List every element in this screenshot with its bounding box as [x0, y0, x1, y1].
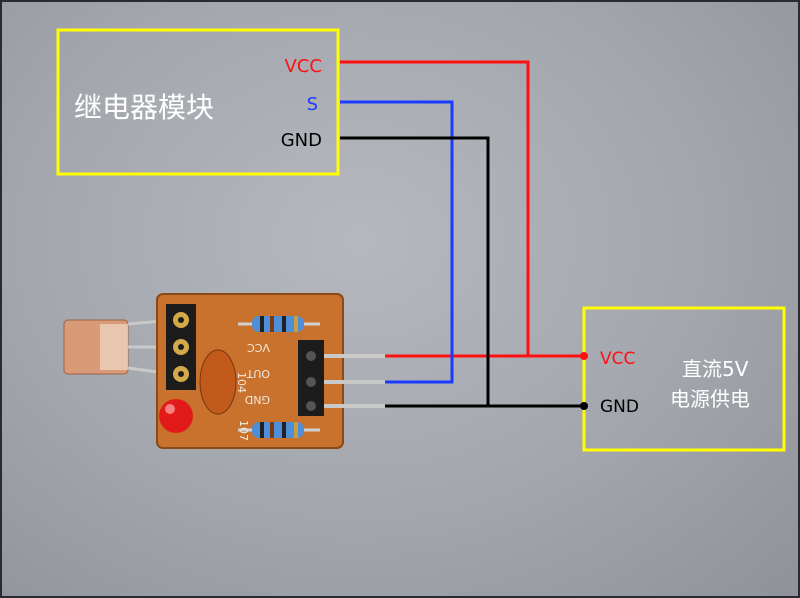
capacitor	[199, 349, 237, 415]
vcc-junction-dot	[580, 352, 588, 360]
relay-s-label: S	[307, 94, 318, 115]
s-wire	[340, 100, 454, 384]
relay-module-title: 继电器模块	[74, 91, 214, 124]
sensor-tube-highlight	[100, 324, 128, 370]
silk-vcc-label: VCC	[247, 341, 270, 354]
relay-vcc-label: VCC	[285, 56, 322, 77]
sensor-module-board: 104 107 VCC OUT GND	[63, 293, 385, 449]
gnd-junction-dot	[580, 402, 588, 410]
silk-cap-label: 104	[235, 372, 248, 393]
power-gnd-label: GND	[600, 397, 639, 417]
relay-gnd-label: GND	[281, 130, 322, 151]
power-vcc-label: VCC	[600, 349, 635, 369]
pcb	[156, 293, 344, 449]
power-line2-label: 电源供电	[670, 387, 750, 411]
silk-gnd-label: GND	[245, 393, 270, 406]
relay-module-frame	[56, 28, 340, 176]
silk-out-label: OUT	[246, 367, 270, 380]
gnd-wire-relay	[340, 136, 490, 406]
silk-resistor-label: 107	[237, 420, 250, 441]
power-supply-frame	[582, 306, 786, 452]
resistor-top	[238, 316, 320, 332]
power-line1-label: 直流5V	[682, 357, 749, 381]
vcc-wire-relay	[340, 60, 584, 358]
red-led	[159, 399, 193, 433]
resistor-bottom	[238, 422, 320, 438]
